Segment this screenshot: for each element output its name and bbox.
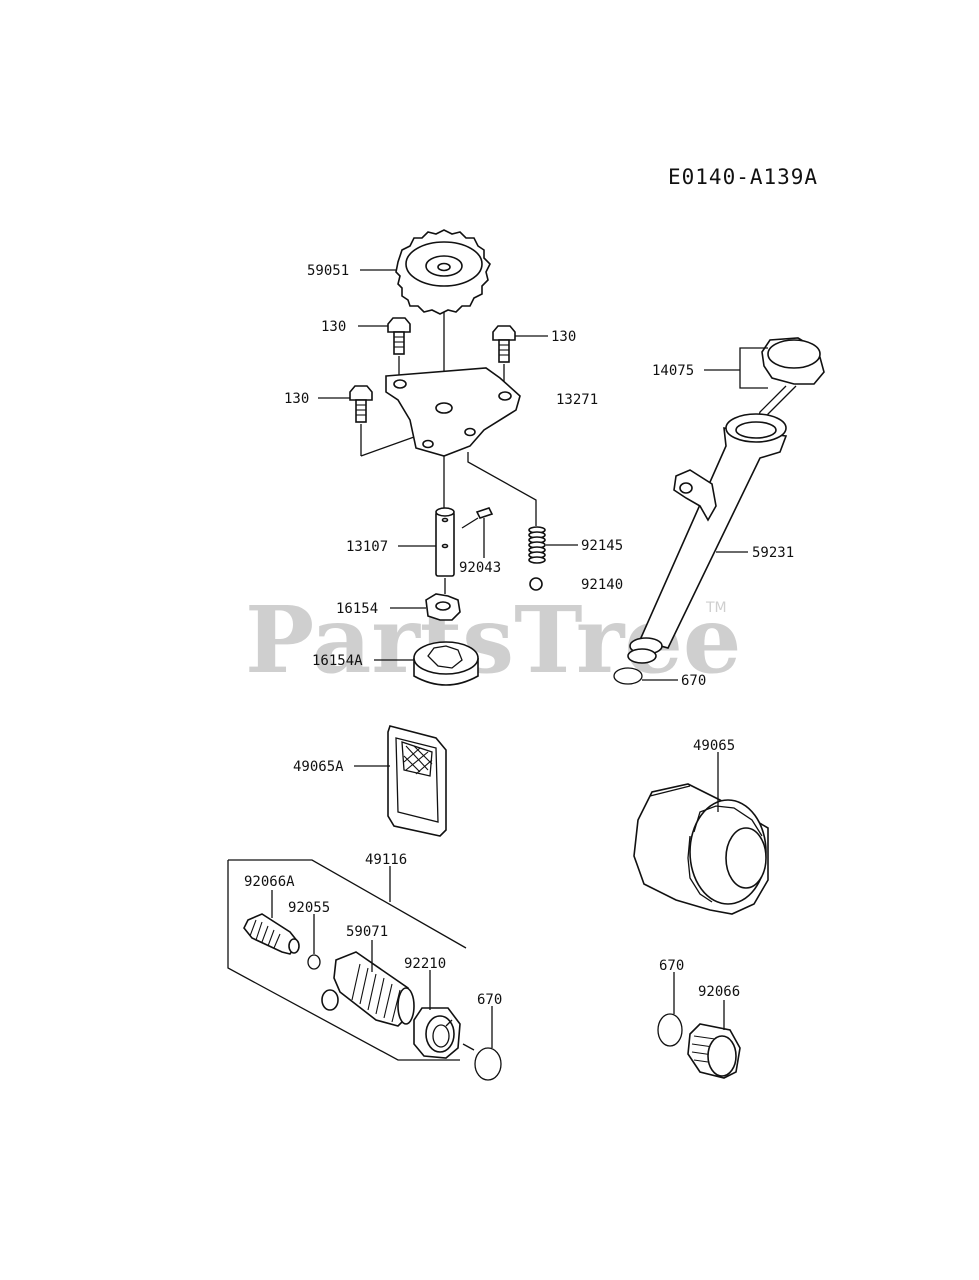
- part-130-bolt-left[interactable]: [387, 317, 411, 355]
- part-92145-spring[interactable]: [528, 526, 546, 564]
- part-49065A-strainer[interactable]: [387, 725, 447, 837]
- label-92043[interactable]: 92043: [459, 560, 501, 576]
- label-92066[interactable]: 92066: [698, 984, 740, 1000]
- label-49065A[interactable]: 49065A: [293, 759, 344, 775]
- tick-mark: [445, 1019, 453, 1027]
- label-92140[interactable]: 92140: [581, 577, 623, 593]
- label-670-b[interactable]: 670: [477, 992, 502, 1008]
- label-16154[interactable]: 16154: [336, 601, 378, 617]
- label-670-c[interactable]: 670: [659, 958, 684, 974]
- label-130-b[interactable]: 130: [551, 329, 576, 345]
- part-92043-pin[interactable]: [475, 507, 494, 519]
- leader-nut-to-ring: [462, 1043, 475, 1051]
- part-13271-pump-cover[interactable]: [385, 367, 521, 457]
- label-59071[interactable]: 59071: [346, 924, 388, 940]
- part-14075-dipstick[interactable]: [755, 337, 825, 427]
- label-130-a[interactable]: 130: [321, 319, 346, 335]
- label-59231[interactable]: 59231: [752, 545, 794, 561]
- part-16154A-outer-rotor[interactable]: [413, 641, 479, 686]
- leader-14075-bracket: [739, 347, 768, 389]
- watermark-trademark: TM: [705, 600, 727, 616]
- part-92140-ball[interactable]: [529, 577, 543, 591]
- label-49065[interactable]: 49065: [693, 738, 735, 754]
- part-92066-drain-plug[interactable]: [687, 1023, 741, 1079]
- label-92210[interactable]: 92210: [404, 956, 446, 972]
- label-59051[interactable]: 59051: [307, 263, 349, 279]
- part-16154-inner-rotor[interactable]: [425, 593, 461, 621]
- leader-pin-axis: [461, 517, 479, 529]
- leader-plate-to-spring: [467, 452, 537, 526]
- part-13107-shaft[interactable]: [435, 507, 455, 577]
- part-670-o-ring-assembly[interactable]: [474, 1047, 502, 1081]
- label-16154A[interactable]: 16154A: [312, 653, 363, 669]
- label-130-c[interactable]: 130: [284, 391, 309, 407]
- part-670-o-ring-tube[interactable]: [613, 667, 643, 685]
- part-130-bolt-right[interactable]: [492, 325, 516, 363]
- part-92210-nut[interactable]: [413, 1007, 461, 1059]
- label-13107[interactable]: 13107: [346, 539, 388, 555]
- label-14075[interactable]: 14075: [652, 363, 694, 379]
- label-49116[interactable]: 49116: [365, 852, 407, 868]
- label-92055[interactable]: 92055: [288, 900, 330, 916]
- part-59231-dipstick-tube[interactable]: [627, 413, 788, 664]
- label-13271[interactable]: 13271: [556, 392, 598, 408]
- part-49065-oil-filter[interactable]: [633, 783, 769, 915]
- label-670-a[interactable]: 670: [681, 673, 706, 689]
- label-92066A[interactable]: 92066A: [244, 874, 295, 890]
- diagram-code: E0140-A139A: [668, 165, 818, 189]
- label-92145[interactable]: 92145: [581, 538, 623, 554]
- leader-49116-bracket-bottom: [227, 860, 460, 1061]
- part-92066A-fitting[interactable]: [243, 913, 300, 955]
- part-59071-pipe[interactable]: [321, 951, 415, 1027]
- leader-49116-bracket-top: [228, 859, 467, 949]
- part-92055-o-ring[interactable]: [307, 954, 321, 970]
- part-130-bolt-lower[interactable]: [349, 385, 373, 423]
- part-670-o-ring-drain[interactable]: [657, 1013, 683, 1047]
- part-59051-gear[interactable]: [395, 229, 491, 315]
